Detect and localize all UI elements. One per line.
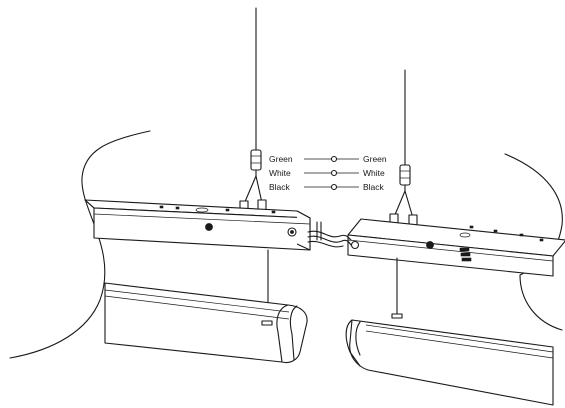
- cable-gripper-right: [389, 164, 418, 228]
- wire-nut-black: [330, 183, 338, 191]
- fixture-lens-right: [345, 313, 554, 406]
- wire-label-left-black: Black: [269, 182, 291, 192]
- wire-nut-green: [330, 155, 338, 163]
- wire-label-right-green: Green: [363, 154, 387, 164]
- interconnect-cable: [307, 221, 352, 248]
- wire-label-left-green: Green: [269, 154, 293, 164]
- wiring-legend: Green White Black Green White Black: [269, 154, 387, 192]
- cable-gripper-left: [239, 149, 267, 214]
- wire-nut-white: [330, 169, 338, 177]
- fixture-body-right: [347, 218, 565, 277]
- wire-label-right-black: Black: [363, 182, 385, 192]
- wire-label-left-white: White: [269, 168, 291, 178]
- fixture-body-left: [84, 199, 311, 251]
- wire-label-right-white: White: [363, 168, 385, 178]
- fixture-lens-left: [104, 282, 308, 364]
